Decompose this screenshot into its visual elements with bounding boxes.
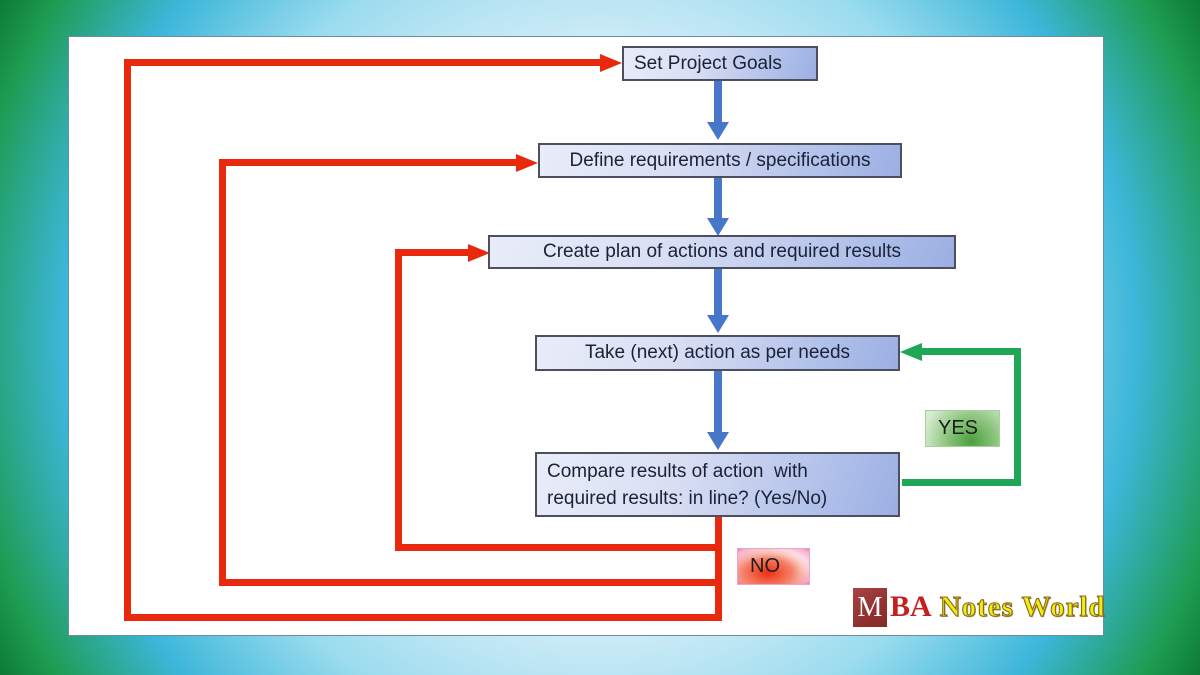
flow-box-compare-results: Compare results of action with required … [535,452,900,517]
no-loop-middle-vertical-line [219,159,226,586]
logo-m-square: M [853,588,887,627]
logo-mba-notes-world: M BA Notes World [853,588,1106,630]
compare-results-line-1: Compare results of action with [547,460,808,482]
green-arrowhead-into-take-action [900,342,922,361]
red-arrowhead-into-create-plan [468,243,490,262]
no-loop-inner-vertical-line [395,249,402,551]
no-feeder-vertical-line [715,517,722,621]
blue-arrow-4-shaft [714,371,722,432]
blue-arrow-1-shaft [714,81,722,122]
yes-loop-vertical-line [1014,348,1021,486]
yes-loop-bottom-line [902,479,1021,486]
flow-box-set-project-goals: Set Project Goals [622,46,818,81]
logo-ba-text: BA [890,590,932,623]
red-arrowhead-into-define-requirements [516,153,538,172]
red-arrowhead-into-set-goals [600,53,622,72]
flow-box-create-plan: Create plan of actions and required resu… [488,235,956,269]
no-loop-inner-bottom-line [395,544,722,551]
no-loop-outer-top-line [124,59,602,66]
logo-m-letter: M [857,591,883,623]
no-loop-middle-bottom-line [219,579,722,586]
blue-arrow-4-head [707,432,729,450]
flow-box-define-requirements: Define requirements / specifications [538,143,902,178]
compare-results-line-2: required results: in line? (Yes/No) [547,487,828,509]
no-loop-outer-vertical-line [124,59,131,621]
yes-badge: YES [925,410,1000,447]
flow-box-take-action: Take (next) action as per needs [535,335,900,371]
blue-arrow-3-shaft [714,268,722,315]
blue-arrow-3-head [707,315,729,333]
no-badge: NO [737,548,810,585]
logo-name-text: Notes World [939,590,1106,623]
blue-arrow-1-head [707,122,729,140]
yes-loop-top-line [920,348,1021,355]
no-loop-outer-bottom-line [124,614,722,621]
no-loop-inner-top-line [395,249,468,256]
blue-arrow-2-shaft [714,178,722,218]
no-loop-middle-top-line [219,159,516,166]
blue-arrow-2-head [707,218,729,236]
